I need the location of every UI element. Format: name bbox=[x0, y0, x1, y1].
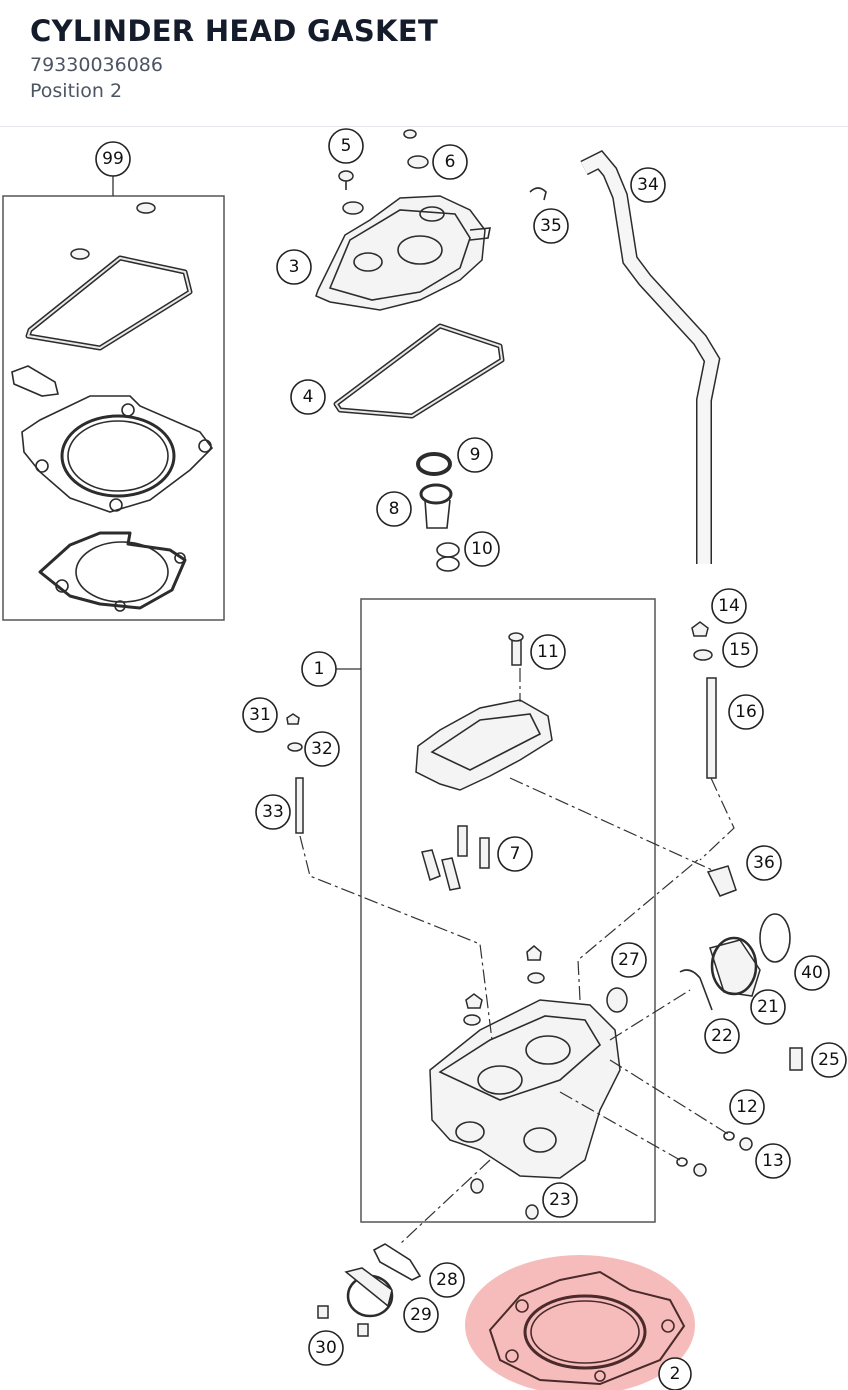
svg-text:3: 3 bbox=[289, 257, 300, 277]
callout-34[interactable]: 34 bbox=[630, 167, 666, 203]
svg-text:35: 35 bbox=[540, 216, 562, 236]
svg-text:11: 11 bbox=[537, 642, 559, 662]
callout-35[interactable]: 35 bbox=[533, 208, 569, 244]
svg-text:16: 16 bbox=[735, 702, 757, 722]
svg-text:6: 6 bbox=[445, 152, 456, 172]
valve-cover-parts bbox=[315, 129, 505, 572]
part-number: 79330036086 bbox=[30, 54, 163, 76]
studs-and-nuts bbox=[286, 621, 717, 834]
callout-23[interactable]: 23 bbox=[542, 1182, 578, 1218]
svg-text:28: 28 bbox=[436, 1270, 458, 1290]
svg-text:21: 21 bbox=[757, 997, 779, 1017]
svg-text:1: 1 bbox=[314, 659, 325, 679]
callout-3[interactable]: 3 bbox=[276, 249, 312, 285]
part-position: Position 2 bbox=[30, 80, 123, 102]
callout-21[interactable]: 21 bbox=[750, 989, 786, 1025]
callout-8[interactable]: 8 bbox=[376, 491, 412, 527]
callout-5[interactable]: 5 bbox=[328, 128, 364, 164]
svg-text:22: 22 bbox=[711, 1026, 733, 1046]
callout-13[interactable]: 13 bbox=[755, 1143, 791, 1179]
svg-text:32: 32 bbox=[311, 739, 333, 759]
part-header: CYLINDER HEAD GASKET 79330036086 Positio… bbox=[0, 0, 848, 127]
callout-14[interactable]: 14 bbox=[711, 588, 747, 624]
breather-hose bbox=[529, 150, 721, 564]
callout-22[interactable]: 22 bbox=[704, 1018, 740, 1054]
callout-11[interactable]: 11 bbox=[530, 634, 566, 670]
intake-parts bbox=[606, 865, 803, 1177]
svg-text:13: 13 bbox=[762, 1151, 784, 1171]
svg-text:23: 23 bbox=[549, 1190, 571, 1210]
callout-33[interactable]: 33 bbox=[255, 794, 291, 830]
svg-text:25: 25 bbox=[818, 1050, 840, 1070]
callout-9[interactable]: 9 bbox=[457, 437, 493, 473]
callout-25[interactable]: 25 bbox=[811, 1042, 847, 1078]
svg-text:2: 2 bbox=[670, 1364, 681, 1384]
svg-text:4: 4 bbox=[303, 387, 314, 407]
svg-text:31: 31 bbox=[249, 705, 271, 725]
exhaust-flange-parts bbox=[317, 1243, 422, 1337]
callout-29[interactable]: 29 bbox=[403, 1297, 439, 1333]
callout-6[interactable]: 6 bbox=[432, 144, 468, 180]
svg-text:34: 34 bbox=[637, 175, 659, 195]
svg-text:10: 10 bbox=[471, 539, 493, 559]
callout-99[interactable]: 99 bbox=[95, 141, 131, 177]
cylinder-head bbox=[429, 945, 621, 1220]
callout-1[interactable]: 1 bbox=[301, 651, 337, 687]
callout-27[interactable]: 27 bbox=[611, 942, 647, 978]
svg-text:30: 30 bbox=[315, 1338, 337, 1358]
callout-15[interactable]: 15 bbox=[722, 632, 758, 668]
part-title: CYLINDER HEAD GASKET bbox=[30, 14, 439, 48]
callout-30[interactable]: 30 bbox=[308, 1330, 344, 1366]
svg-text:5: 5 bbox=[341, 136, 352, 156]
callout-10[interactable]: 10 bbox=[464, 531, 500, 567]
svg-text:8: 8 bbox=[389, 499, 400, 519]
svg-text:7: 7 bbox=[510, 844, 521, 864]
cylinder-head-assembly-box bbox=[360, 598, 656, 1223]
svg-text:33: 33 bbox=[262, 802, 284, 822]
svg-text:29: 29 bbox=[410, 1305, 432, 1325]
camshaft-bridge bbox=[415, 632, 553, 891]
svg-text:12: 12 bbox=[736, 1097, 758, 1117]
svg-text:36: 36 bbox=[753, 853, 775, 873]
gasket-kit-box bbox=[2, 195, 225, 621]
svg-text:99: 99 bbox=[102, 149, 124, 169]
svg-text:15: 15 bbox=[729, 640, 751, 660]
svg-text:27: 27 bbox=[618, 950, 640, 970]
svg-text:40: 40 bbox=[801, 963, 823, 983]
callout-28[interactable]: 28 bbox=[429, 1262, 465, 1298]
callout-32[interactable]: 32 bbox=[304, 731, 340, 767]
callout-2[interactable]: 2 bbox=[658, 1357, 692, 1390]
callout-7[interactable]: 7 bbox=[497, 836, 533, 872]
callout-12[interactable]: 12 bbox=[729, 1089, 765, 1125]
svg-text:9: 9 bbox=[470, 445, 481, 465]
gasket-kit-parts bbox=[11, 202, 214, 612]
callout-4[interactable]: 4 bbox=[290, 379, 326, 415]
highlighted-cylinder-head-gasket bbox=[465, 1255, 695, 1390]
svg-text:14: 14 bbox=[718, 596, 740, 616]
callout-36[interactable]: 36 bbox=[746, 845, 782, 881]
callout-31[interactable]: 31 bbox=[242, 697, 278, 733]
callout-16[interactable]: 16 bbox=[728, 694, 764, 730]
callout-40[interactable]: 40 bbox=[794, 955, 830, 991]
assembly-lines bbox=[299, 668, 735, 1245]
